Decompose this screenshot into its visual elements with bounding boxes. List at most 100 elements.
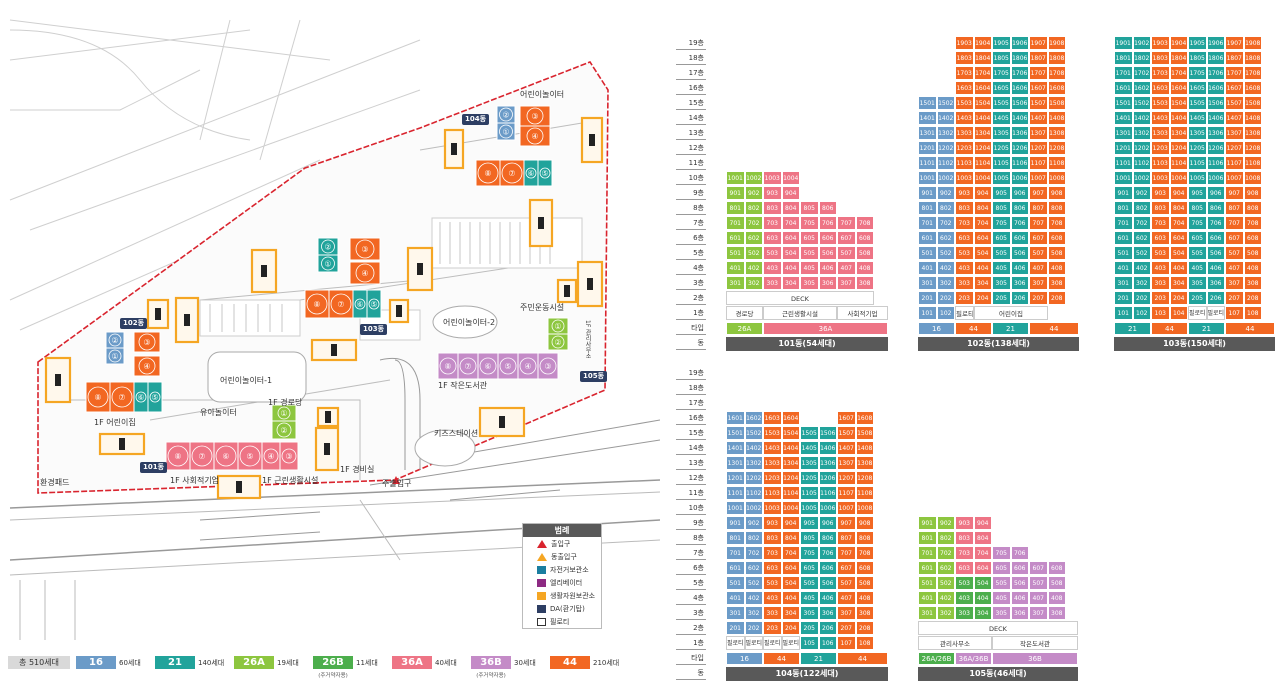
unit-1805: 1805	[992, 51, 1011, 65]
floor-label: 7층	[676, 216, 706, 230]
map-unit-block-22-num: ⑥	[137, 393, 144, 402]
unit-1807: 1807	[1225, 51, 1244, 65]
unit-801: 801	[918, 531, 937, 545]
unit-1003: 1003	[763, 171, 782, 185]
unit-1101: 1101	[726, 486, 745, 500]
unit-206: 206	[1010, 291, 1029, 305]
unit-702: 702	[744, 546, 763, 560]
unit-1904: 1904	[1169, 36, 1188, 50]
map-unit-block-25-num: ⑦	[198, 452, 205, 461]
label-guard: 1F 경비실	[340, 465, 375, 474]
map-unit-block-7-num: ⑤	[541, 169, 548, 178]
unit-305: 305	[1188, 276, 1207, 290]
background-roads	[9, 19, 421, 331]
unit-401: 401	[726, 261, 745, 275]
unit-908: 908	[1243, 186, 1262, 200]
label-social-enterprise: 1F 사회적기업	[170, 476, 220, 485]
map-unit-block-14-num: ⑥	[356, 300, 363, 309]
b104-type-21: 21	[800, 652, 837, 665]
unit-803: 803	[955, 201, 974, 215]
unit-601: 601	[918, 561, 937, 575]
unit-605: 605	[800, 231, 819, 245]
unit-504: 504	[781, 246, 800, 260]
unit-1704: 1704	[973, 66, 992, 80]
tri-red-icon	[537, 539, 547, 548]
unit-501: 501	[918, 576, 937, 590]
unit-501: 501	[1114, 246, 1133, 260]
map-unit-block-0-ring	[499, 107, 513, 122]
unit-필로티-5: 필로티	[1206, 306, 1225, 320]
unit-901: 901	[726, 516, 745, 530]
unit-604: 604	[973, 561, 992, 575]
unit-302: 302	[936, 606, 955, 620]
unit-1005: 1005	[800, 501, 819, 515]
b101-f1-1: 근린생활시설	[763, 306, 837, 320]
unit-1603: 1603	[955, 81, 974, 95]
floor-label: 6층	[676, 561, 706, 575]
unit-806: 806	[818, 531, 837, 545]
unit-703: 703	[955, 546, 974, 560]
unit-1605: 1605	[1188, 81, 1207, 95]
figure-icon-8	[331, 344, 337, 356]
unit-407: 407	[837, 261, 856, 275]
unit-1708: 1708	[1047, 66, 1066, 80]
unit-804: 804	[1169, 201, 1188, 215]
unit-필로티-0: 필로티	[726, 636, 745, 650]
unit-1507: 1507	[837, 426, 856, 440]
unit-803: 803	[763, 201, 782, 215]
unit-506: 506	[1206, 246, 1225, 260]
unit-804: 804	[781, 201, 800, 215]
map-unit-block-39	[547, 333, 569, 351]
map-unit-block-17-num: ①	[111, 352, 118, 361]
unit-305: 305	[800, 276, 819, 290]
unit-1907: 1907	[1225, 36, 1244, 50]
unit-1905: 1905	[992, 36, 1011, 50]
unit-1408: 1408	[855, 441, 874, 455]
floor-label: 9층	[676, 186, 706, 200]
b101-f1-2: 사회적기업	[837, 306, 888, 320]
unit-1002: 1002	[744, 171, 763, 185]
unit-502: 502	[936, 246, 955, 260]
unit-708: 708	[855, 546, 874, 560]
unit-405: 405	[800, 261, 819, 275]
unit-306: 306	[1010, 606, 1029, 620]
unit-501: 501	[918, 246, 937, 260]
unit-303: 303	[1151, 276, 1170, 290]
map-unit-block-23	[147, 381, 163, 413]
unit-1305: 1305	[992, 126, 1011, 140]
unit-1504: 1504	[973, 96, 992, 110]
unit-801: 801	[1114, 201, 1133, 215]
legend-label: 생활자원보관소	[550, 591, 596, 600]
unit-808: 808	[1243, 201, 1262, 215]
unit-306: 306	[1010, 276, 1029, 290]
b101-type-26a: 26A	[726, 322, 763, 335]
unit-1403: 1403	[955, 111, 974, 125]
unit-902: 902	[1132, 186, 1151, 200]
floor-label: 12층	[676, 471, 706, 485]
unit-507: 507	[837, 246, 856, 260]
unit-706: 706	[1206, 216, 1225, 230]
unit-필로티-2: 필로티	[763, 636, 782, 650]
unit-105-4: 105	[800, 636, 819, 650]
unit-1104: 1104	[1169, 156, 1188, 170]
unit-307: 307	[837, 276, 856, 290]
unit-1202: 1202	[936, 141, 955, 155]
unit-1003: 1003	[1151, 171, 1170, 185]
map-unit-block-31	[271, 420, 297, 440]
unit-408: 408	[1047, 261, 1066, 275]
unit-601: 601	[1114, 231, 1133, 245]
unit-1707: 1707	[1029, 66, 1048, 80]
unit-904: 904	[781, 186, 800, 200]
unit-802: 802	[936, 531, 955, 545]
building-105-tag: 105동	[580, 371, 608, 382]
unit-607: 607	[837, 231, 856, 245]
unit-1003: 1003	[763, 501, 782, 515]
key-note: (주거약자용)	[318, 673, 348, 679]
unit-902: 902	[744, 186, 763, 200]
unit-502: 502	[1132, 246, 1151, 260]
unit-304: 304	[781, 276, 800, 290]
map-unit-block-1-ring	[499, 124, 513, 139]
unit-1908: 1908	[1047, 36, 1066, 50]
unit-1305: 1305	[1188, 126, 1207, 140]
